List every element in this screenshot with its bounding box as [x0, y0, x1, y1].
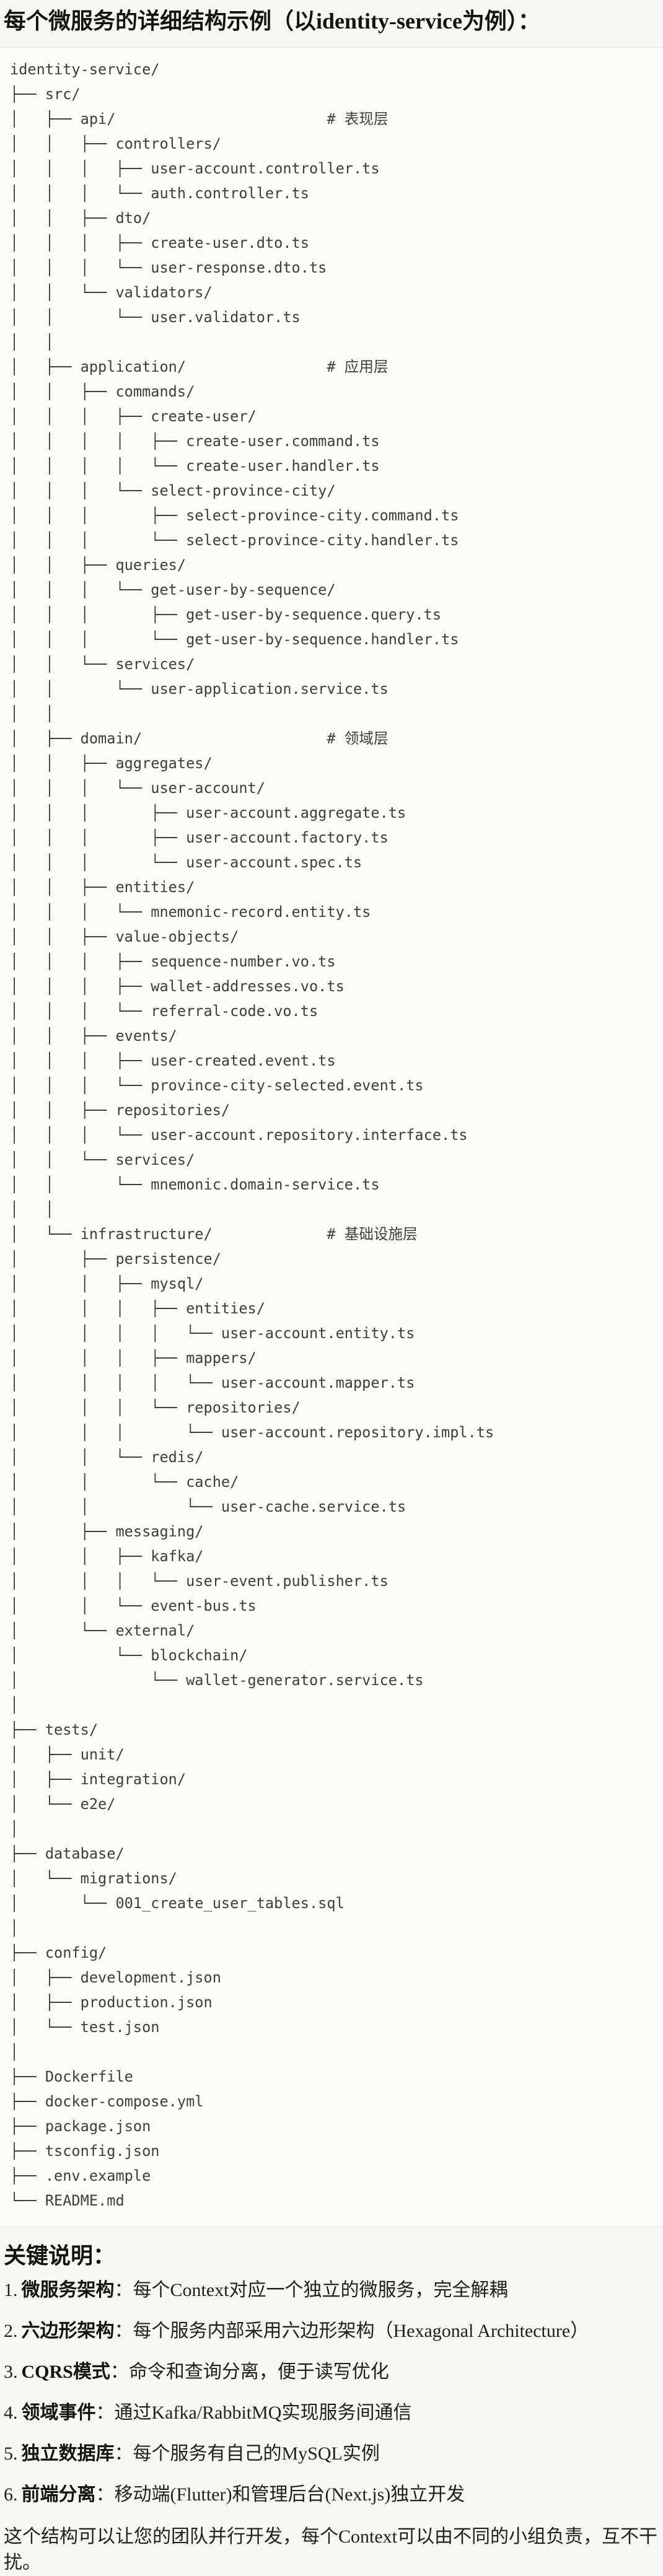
list-item-number: 2.: [4, 2321, 18, 2342]
list-item: 5.独立数据库：每个服务有自己的MySQL实例: [4, 2441, 658, 2467]
list-item-desc: ：移动端(Flutter)和管理后台(Next.js)独立开发: [95, 2484, 465, 2505]
notes-heading: 关键说明：: [4, 2243, 116, 2269]
list-item-desc: ：命令和查询分离，便于读写优化: [110, 2362, 389, 2383]
notes-section: 关键说明： 1.微服务架构：每个Context对应一个独立的微服务，完全解耦 2…: [4, 2242, 658, 2576]
list-item-desc: ：每个服务有自己的MySQL实例: [114, 2443, 380, 2464]
list-item-term: 六边形架构: [21, 2321, 115, 2342]
list-item-desc: ：通过Kafka/RabbitMQ实现服务间通信: [95, 2403, 412, 2424]
list-item: 1.微服务架构：每个Context对应一个独立的微服务，完全解耦: [4, 2277, 658, 2303]
list-item-number: 5.: [4, 2443, 18, 2464]
list-item-term: 独立数据库: [21, 2443, 115, 2464]
list-item-number: 6.: [4, 2484, 18, 2505]
page-title: 每个微服务的详细结构示例（以identity-service为例）：: [4, 9, 540, 33]
notes-list: 1.微服务架构：每个Context对应一个独立的微服务，完全解耦 2.六边形架构…: [4, 2277, 658, 2508]
list-item-term: 前端分离: [21, 2484, 96, 2505]
list-item-desc: ：每个Context对应一个独立的微服务，完全解耦: [114, 2280, 508, 2301]
list-item-term: 领域事件: [21, 2403, 96, 2424]
list-item: 6.前端分离：移动端(Flutter)和管理后台(Next.js)独立开发: [4, 2482, 658, 2508]
list-item-term: CQRS模式: [21, 2362, 110, 2383]
list-item: 4.领域事件：通过Kafka/RabbitMQ实现服务间通信: [4, 2400, 658, 2426]
list-item-number: 3.: [4, 2362, 18, 2383]
list-item-term: 微服务架构: [21, 2280, 115, 2301]
code-block: identity-service/ ├── src/ │ ├── api/ # …: [0, 47, 663, 2228]
list-item: 3.CQRS模式：命令和查询分离，便于读写优化: [4, 2359, 658, 2385]
list-item-desc: ：每个服务内部采用六边形架构（Hexagonal Architecture）: [114, 2321, 589, 2342]
list-item: 2.六边形架构：每个服务内部采用六边形架构（Hexagonal Architec…: [4, 2318, 658, 2344]
list-item-number: 1.: [4, 2280, 18, 2301]
list-item-number: 4.: [4, 2403, 18, 2424]
directory-tree: identity-service/ ├── src/ │ ├── api/ # …: [10, 61, 494, 2210]
closing-paragraph: 这个结构可以让您的团队并行开发，每个Context可以由不同的小组负责，互不干扰…: [4, 2526, 657, 2574]
